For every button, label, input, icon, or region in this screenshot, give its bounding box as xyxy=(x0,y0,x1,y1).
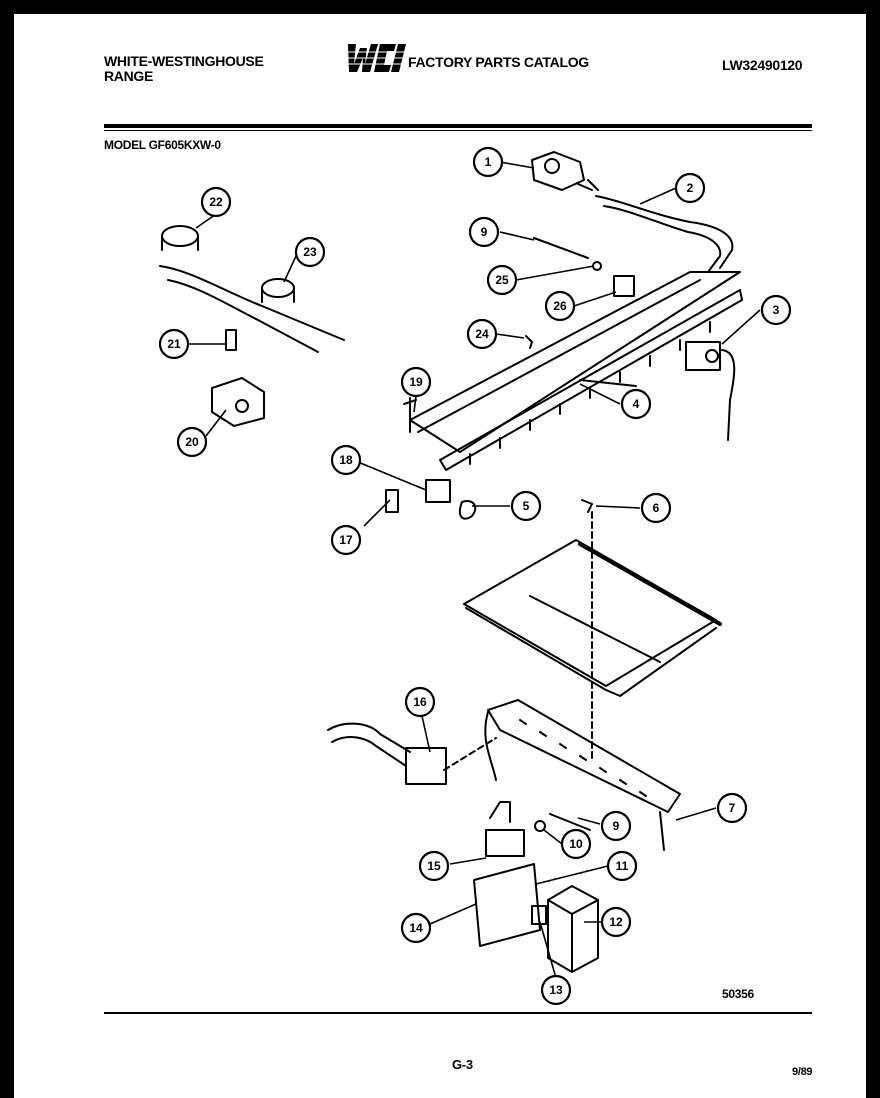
model-label: MODEL GF605KXW-0 xyxy=(104,138,221,152)
ignitor-part xyxy=(327,722,447,785)
part-callout: 4 xyxy=(620,388,652,420)
part-callout: 3 xyxy=(760,294,792,326)
catalog-number: LW32490120 xyxy=(722,57,803,73)
burner-baffle xyxy=(463,539,722,697)
timer-box xyxy=(547,885,599,973)
orifice-hood-lower xyxy=(534,820,546,832)
top-burner-pair xyxy=(159,225,345,353)
orifice-hood-upper xyxy=(592,261,602,271)
part-callout: 13 xyxy=(540,974,572,1006)
part-callout: 23 xyxy=(294,236,326,268)
part-number-label: 22 xyxy=(209,195,223,209)
part-callout: 9 xyxy=(468,216,500,248)
part-number-label: 13 xyxy=(549,983,563,997)
part-callout: 12 xyxy=(600,906,632,938)
oven-burner-tube xyxy=(484,699,681,851)
drawing-code: 50356 xyxy=(722,987,754,1001)
part-callout: 19 xyxy=(400,366,432,398)
part-number-label: 20 xyxy=(185,435,199,449)
part-callout: 9 xyxy=(600,810,632,842)
scan-border-top xyxy=(0,0,880,14)
header-rule-thin xyxy=(104,130,812,131)
part-number-label: 12 xyxy=(609,915,623,929)
thermostat-part xyxy=(685,341,736,441)
part-callout: 16 xyxy=(404,686,436,718)
part-number-label: 6 xyxy=(653,501,660,515)
part-callout: 17 xyxy=(330,524,362,556)
part-number-label: 7 xyxy=(729,801,736,815)
burner-valve-assembly xyxy=(385,479,477,520)
part-number-label: 23 xyxy=(303,245,317,259)
spring-clip xyxy=(403,397,417,433)
part-number-label: 18 xyxy=(339,453,353,467)
clip-part xyxy=(525,335,533,349)
part-number-label: 4 xyxy=(633,397,640,411)
part-number-label: 9 xyxy=(481,225,488,239)
print-date: 9/89 xyxy=(792,1066,813,1078)
part-callout: 6 xyxy=(640,492,672,524)
part-callout: 14 xyxy=(400,912,432,944)
part-number-label: 11 xyxy=(616,859,629,873)
part-number-label: 21 xyxy=(167,337,181,351)
part-callout: 24 xyxy=(466,318,498,350)
safety-valve-part xyxy=(485,801,525,857)
orifice-upper xyxy=(533,237,589,259)
part-number-label: 1 xyxy=(485,155,492,169)
scan-border-right xyxy=(866,0,880,1098)
part-number-label: 24 xyxy=(475,327,489,341)
part-number-label: 26 xyxy=(553,299,567,313)
part-number-label: 2 xyxy=(687,181,694,195)
part-callout: 26 xyxy=(544,290,576,322)
main-manifold-rail xyxy=(409,271,743,471)
part-number-label: 16 xyxy=(413,695,427,709)
valve-bracket-lower xyxy=(473,863,541,947)
part-number-label: 14 xyxy=(409,921,423,935)
brand-line-2: RANGE xyxy=(104,68,154,84)
orifice-lower xyxy=(549,813,591,831)
leader-lines xyxy=(180,161,761,979)
part-number-label: 15 xyxy=(427,859,441,873)
part-callout: 20 xyxy=(176,426,208,458)
footer-rule xyxy=(104,1012,812,1014)
part-callout: 21 xyxy=(158,328,190,360)
part-callout: 18 xyxy=(330,444,362,476)
part-number-label: 19 xyxy=(409,375,423,389)
part-callout: 2 xyxy=(674,172,706,204)
part-callout: 22 xyxy=(200,186,232,218)
part-callout: 7 xyxy=(716,792,748,824)
part-number-label: 5 xyxy=(523,499,530,513)
brand-header: WHITE-WESTINGHOUSE RANGE xyxy=(104,53,264,84)
part-number-label: 25 xyxy=(495,273,509,287)
ignitor-switch-part xyxy=(211,329,265,427)
gas-valve-part xyxy=(531,151,599,191)
part-number-label: 3 xyxy=(773,303,780,317)
manifold-pipe-part xyxy=(595,195,734,273)
page-number: G-3 xyxy=(452,1057,473,1072)
part-number-label: 17 xyxy=(339,533,353,547)
wci-logo xyxy=(340,44,406,72)
scan-border-left xyxy=(0,0,14,1098)
screw-part xyxy=(581,499,593,513)
part-callout: 11 xyxy=(606,850,638,882)
brand-line-1: WHITE-WESTINGHOUSE xyxy=(104,53,264,69)
part-callout: 25 xyxy=(486,264,518,296)
part-callout: 5 xyxy=(510,490,542,522)
valve-bracket xyxy=(613,275,635,297)
screw-lower xyxy=(531,905,547,925)
part-callout: 1 xyxy=(472,146,504,178)
part-number-label: 9 xyxy=(613,819,620,833)
catalog-title: FACTORY PARTS CATALOG xyxy=(408,54,589,70)
part-number-label: 10 xyxy=(569,837,583,851)
part-callout: 15 xyxy=(418,850,450,882)
part-callout: 10 xyxy=(560,828,592,860)
header-rule xyxy=(104,124,812,128)
